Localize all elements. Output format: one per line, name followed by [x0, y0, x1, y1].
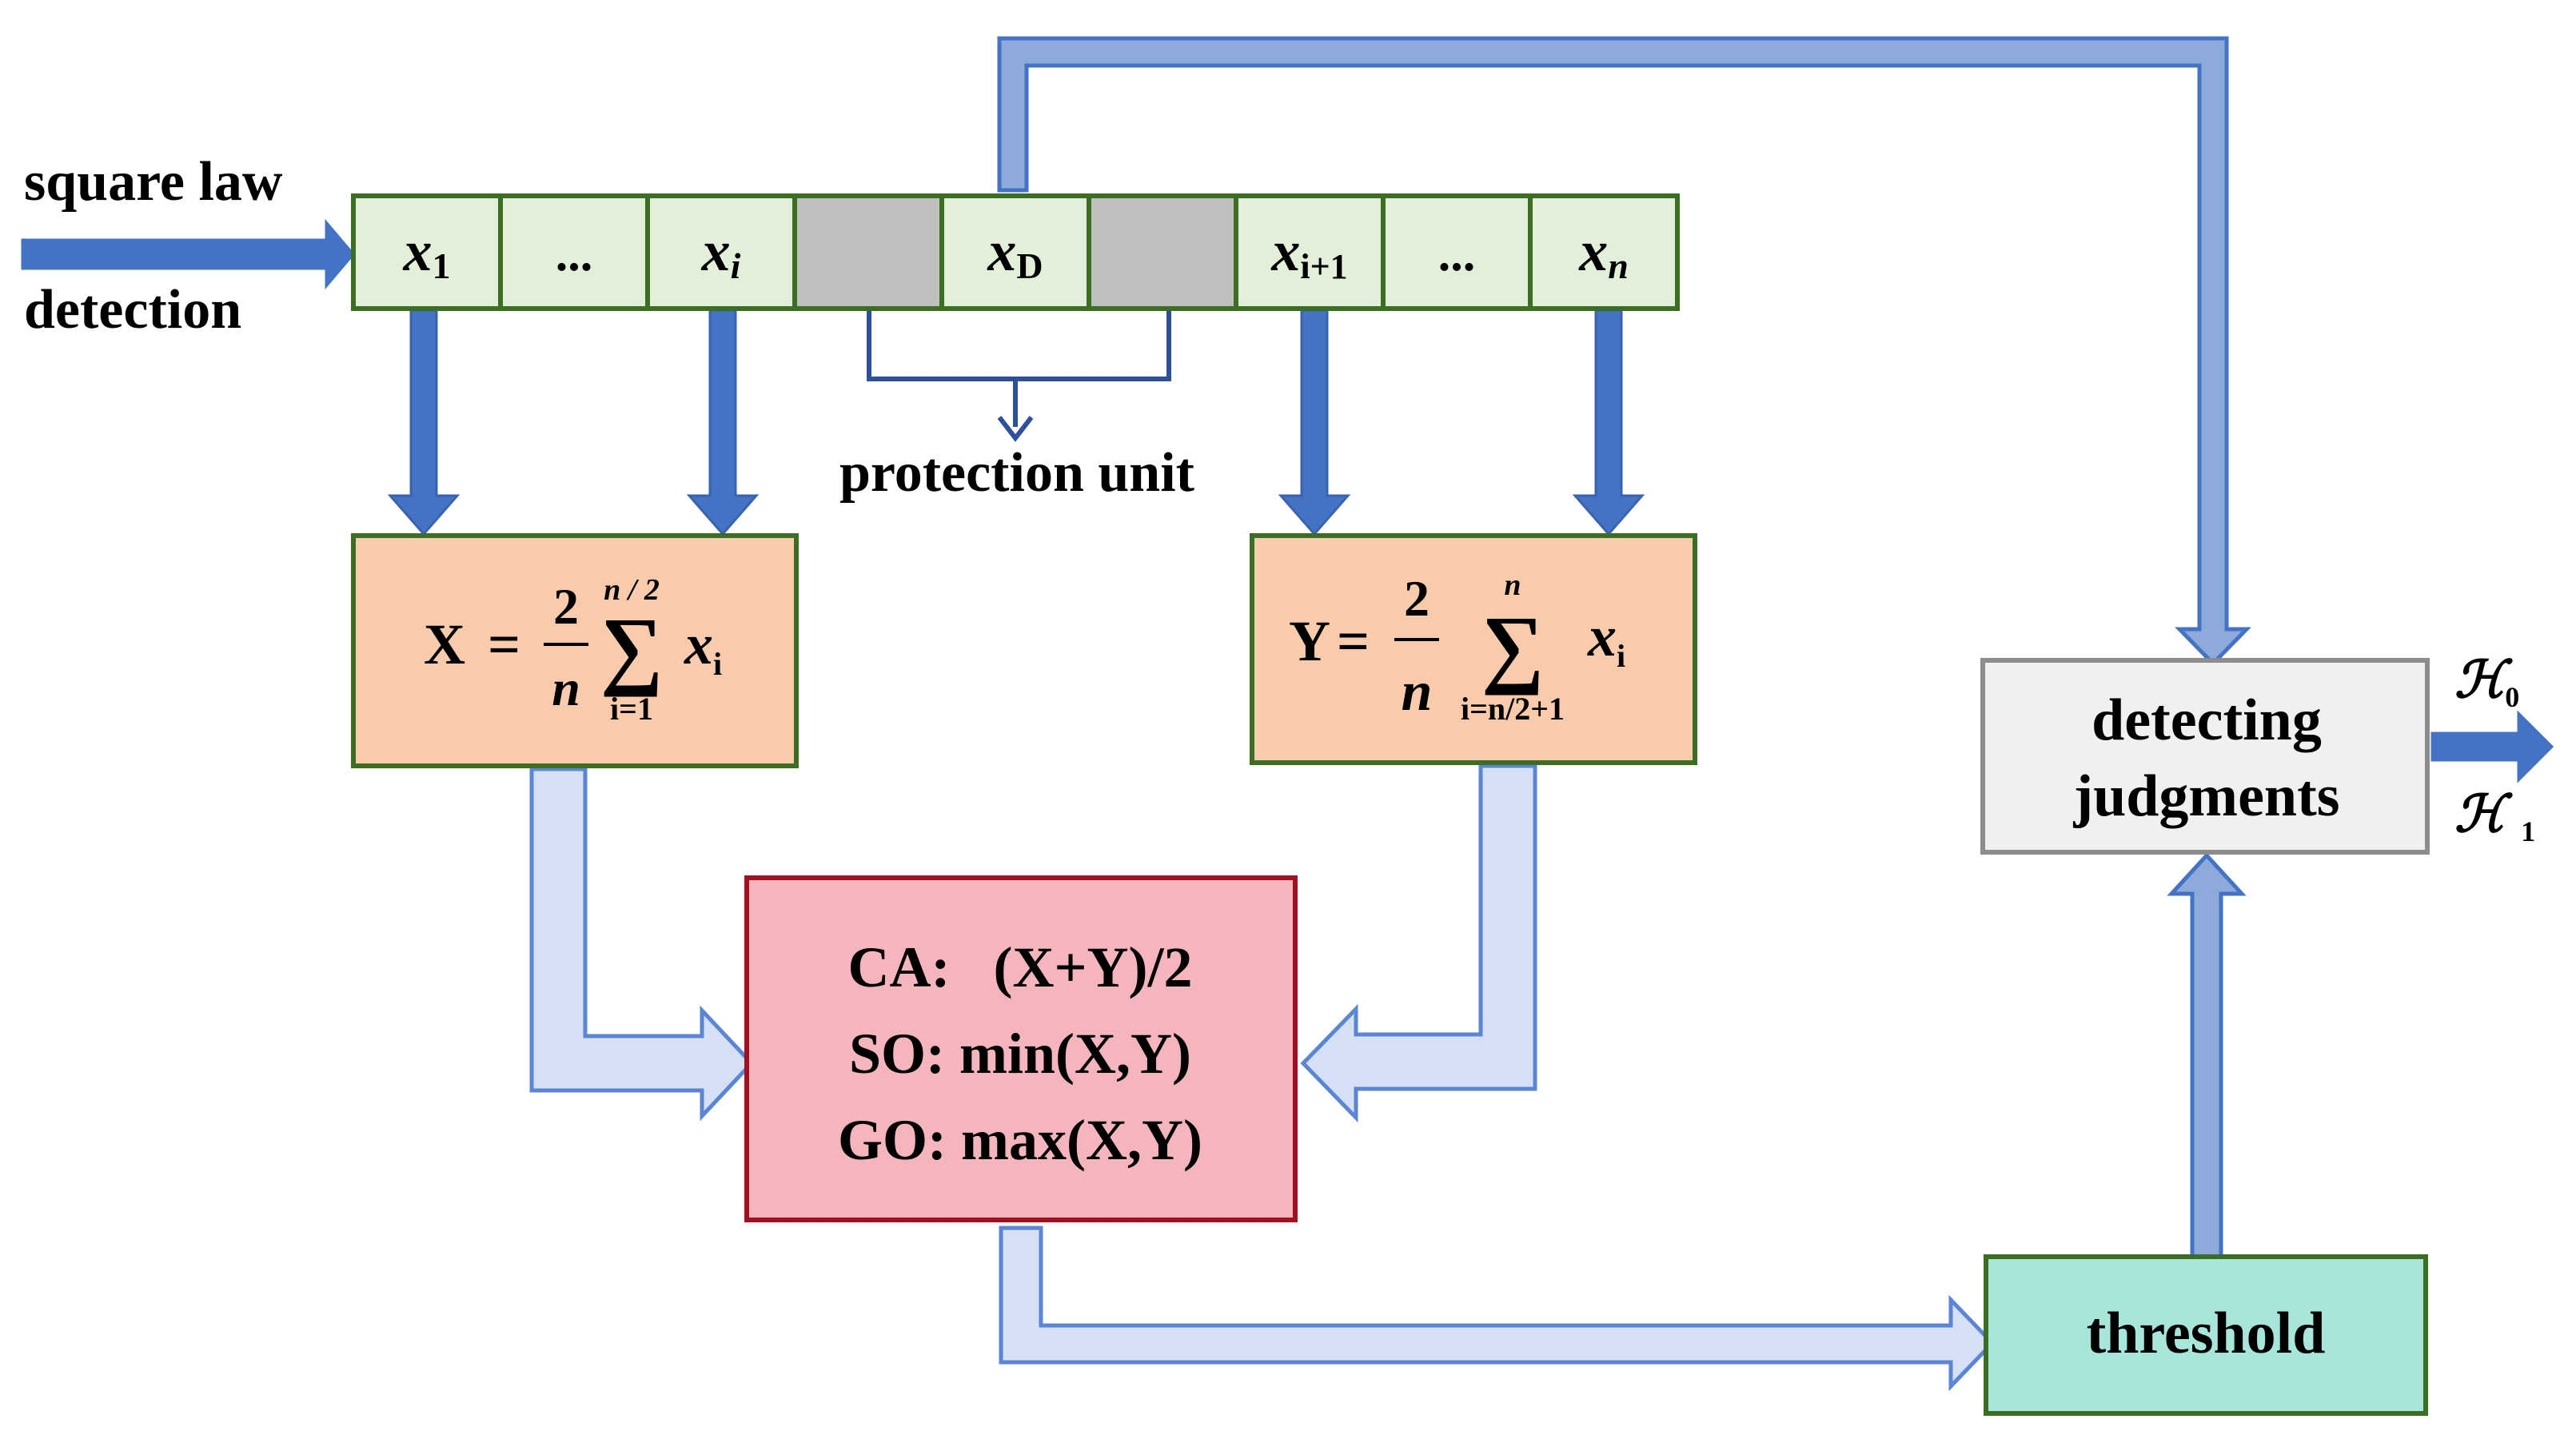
arrow-threshold-to-detect: [2167, 852, 2247, 1259]
sum-x-lower: i=1: [610, 691, 653, 727]
cfar-go-line: GO: max(X,Y): [838, 1108, 1202, 1172]
sum-y-num: 2: [1404, 570, 1430, 627]
arrow-cfar-to-threshold: [999, 1226, 1996, 1392]
sum-x-den: n: [552, 660, 580, 716]
sum-x-num: 2: [553, 578, 579, 635]
sum-x-term: xi: [684, 612, 722, 682]
cfar-box: [744, 875, 1298, 1222]
sum-x-sigma: ∑: [600, 600, 663, 697]
hypothesis-h0: ℋ0: [2454, 652, 2519, 713]
output-arrow: [2430, 710, 2554, 783]
sum-y-eq: =: [1337, 609, 1370, 673]
protection-arrowhead: [997, 416, 1034, 442]
input-arrow: [21, 218, 355, 290]
cell-xn-label: xn: [1578, 219, 1629, 286]
cell-dots-2-label: ...: [1438, 227, 1476, 281]
down-arrow-xn: [1572, 309, 1645, 536]
cell-dots-2: [1381, 193, 1533, 311]
detect-line2: judgments: [2072, 763, 2339, 829]
sum-x-eq: =: [488, 612, 520, 676]
cell-xi1-label: xi+1: [1270, 219, 1347, 286]
arrow-y-to-cfar: [1300, 763, 1537, 1123]
cell-xi: [645, 193, 797, 311]
cell-xi1: [1234, 193, 1386, 311]
cfar-so-line: SO: min(X,Y): [849, 1022, 1191, 1086]
sum-x-formula: X = 2 n n / 2 ∑ i=1 xi: [424, 573, 722, 727]
sum-y-term: xi: [1587, 604, 1625, 674]
detect-line1: detecting: [2092, 688, 2322, 753]
threshold-box: [1984, 1254, 2428, 1416]
threshold-label: threshold: [2087, 1301, 2326, 1366]
sum-y-lhs: Y: [1289, 609, 1330, 673]
detecting-judgments-box: [1980, 658, 2430, 855]
sum-x-box: [351, 533, 799, 768]
sum-y-sigma: ∑: [1481, 598, 1544, 696]
down-arrow-x1: [387, 309, 461, 536]
down-arrow-xi: [686, 309, 760, 536]
sum-x-upper: n / 2: [604, 573, 660, 607]
sum-x-lhs: X: [424, 612, 465, 676]
input-label-line2: detection: [24, 279, 241, 341]
guard-cell-left: [792, 193, 944, 311]
guard-cell-right: [1087, 193, 1238, 311]
sum-y-den: n: [1402, 661, 1433, 723]
cfar-ca-line: CA: (X+Y)/2: [848, 935, 1193, 999]
protection-bracket: [867, 310, 1171, 427]
arrow-x-to-cfar: [529, 767, 755, 1122]
reference-cell-row: [351, 193, 1680, 311]
cell-xi-label: xi: [701, 219, 741, 286]
sum-y-formula: Y = 2 n n ∑ i=n/2+1 xi: [1289, 568, 1625, 727]
sum-y-upper: n: [1504, 568, 1521, 602]
sum-y-box: [1250, 533, 1697, 765]
down-arrow-xi1: [1278, 309, 1351, 536]
cell-x1-label: x1: [403, 219, 451, 286]
cell-xn: [1528, 193, 1680, 311]
cell-xd-label: xD: [987, 219, 1043, 286]
cell-dots-1-label: ...: [556, 227, 593, 281]
sum-y-lower: i=n/2+1: [1461, 691, 1565, 727]
feedback-arrow: [997, 36, 2251, 667]
protection-unit-label: protection unit: [839, 442, 1194, 504]
input-label-line1: square law: [24, 151, 283, 213]
